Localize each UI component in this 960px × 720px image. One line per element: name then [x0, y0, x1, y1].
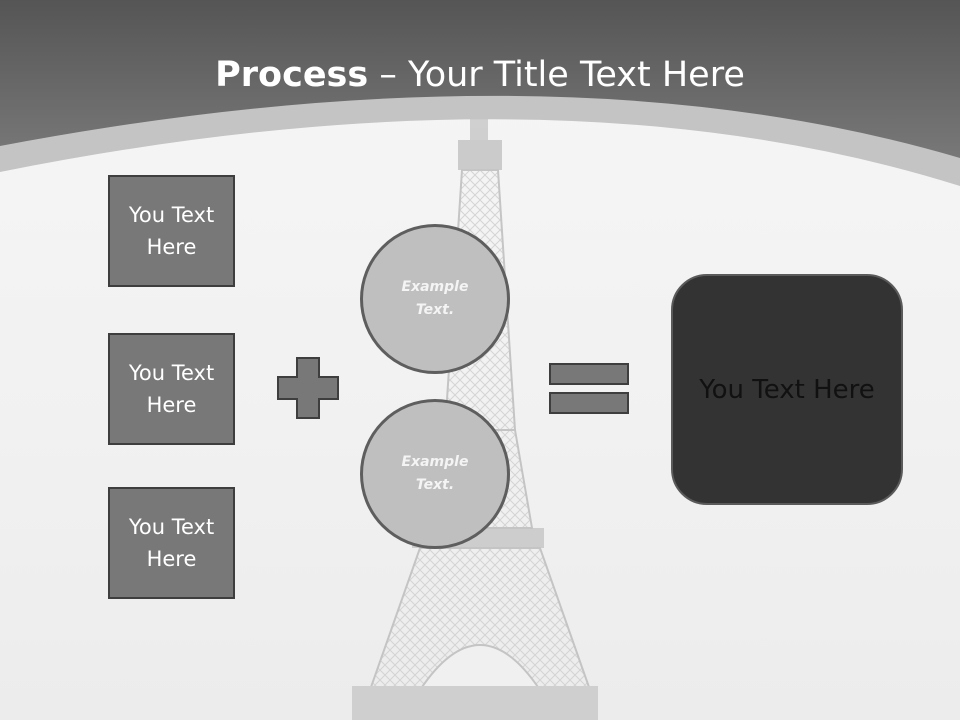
- header-banner: [0, 0, 960, 186]
- example-circle-1[interactable]: Example Text.: [360, 224, 510, 374]
- title-bold: Process: [215, 55, 369, 95]
- header-background: [0, 0, 960, 158]
- title-rest: – Your Title Text Here: [368, 55, 745, 95]
- text-box-2[interactable]: You Text Here: [108, 333, 235, 445]
- text-box-1[interactable]: You Text Here: [108, 175, 235, 287]
- text-box-3[interactable]: You Text Here: [108, 487, 235, 599]
- equals-icon: [549, 363, 629, 414]
- plus-icon: [277, 357, 339, 419]
- example-circle-2[interactable]: Example Text.: [360, 399, 510, 549]
- result-box[interactable]: You Text Here: [671, 274, 903, 505]
- page-title: Process – Your Title Text Here: [0, 50, 960, 100]
